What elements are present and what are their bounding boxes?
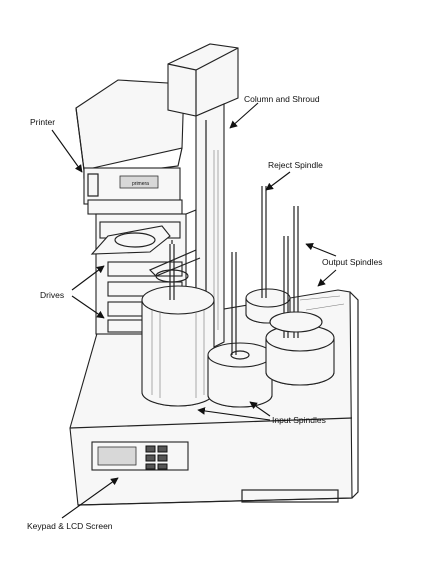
arrow-icon [71,295,105,319]
keypad-buttons [145,445,168,470]
printer-brand: primera [132,181,149,187]
callout-arrows [51,102,337,519]
arrow-icon [197,407,271,421]
label-reject-spindle: Reject Spindle [268,160,323,170]
arrow-icon [317,269,337,287]
arrow-icon [61,477,119,519]
arrow-icon [71,265,105,291]
label-keypad-lcd: Keypad & LCD Screen [27,521,113,531]
arrow-icon [265,171,291,191]
arrow-icon [305,242,337,257]
label-printer: Printer [30,117,56,127]
label-output-spindles: Output Spindles [322,257,383,267]
keypad-lcd [91,441,189,471]
label-input-spindles: Input Spindles [272,415,326,425]
label-drives: Drives [40,290,65,300]
arrow-icon [51,129,83,173]
label-column-shroud: Column and Shroud [244,94,320,104]
arrow-icon [249,401,271,417]
input-spindle-right [207,252,273,408]
arrow-icon [229,102,259,129]
output-spindles [265,206,335,386]
input-spindle-left [141,240,215,407]
